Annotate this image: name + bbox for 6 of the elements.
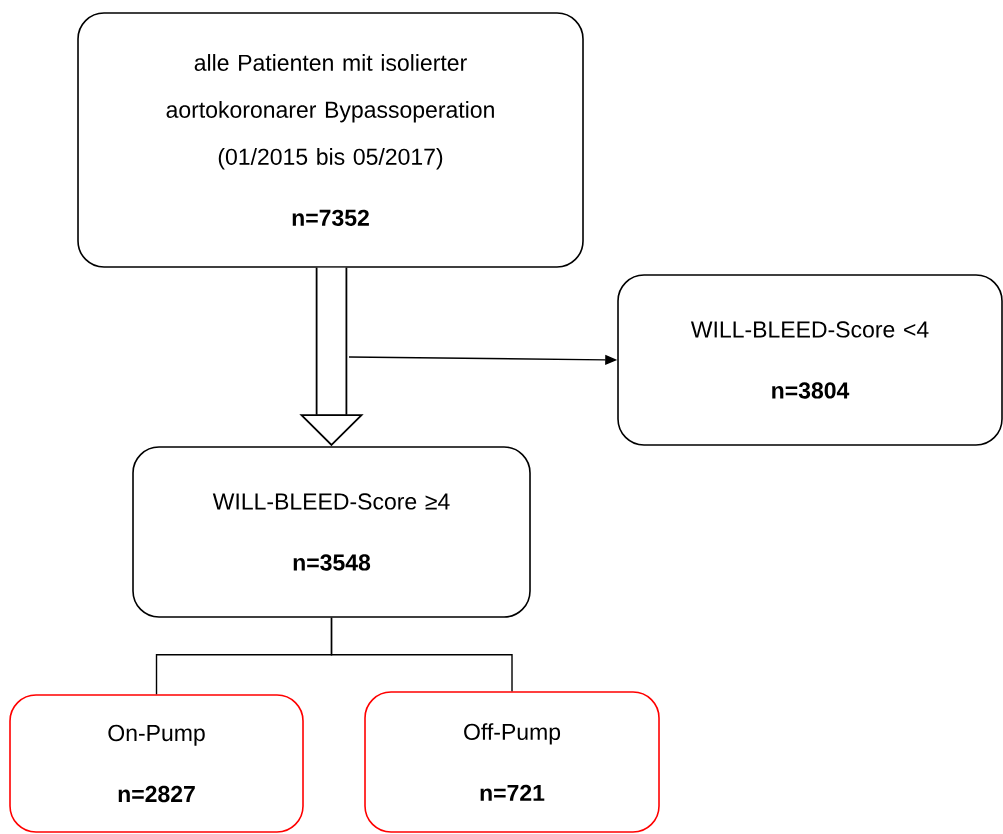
flow-box: WILL-BLEED-Score ≥4 n=3548 [132,446,531,618]
branch-connector [330,617,513,692]
flow-box: Off-Pump n=721 [364,691,660,833]
flow-box: alle Patienten mit isolierter aortokoronarer Bypassoperation (01/2015 bis 05/2017) n=7352 [77,12,584,268]
flow-box: On-Pump n=2827 [9,694,304,833]
flow-box: WILL-BLEED-Score <4 n=3804 [617,274,1003,446]
